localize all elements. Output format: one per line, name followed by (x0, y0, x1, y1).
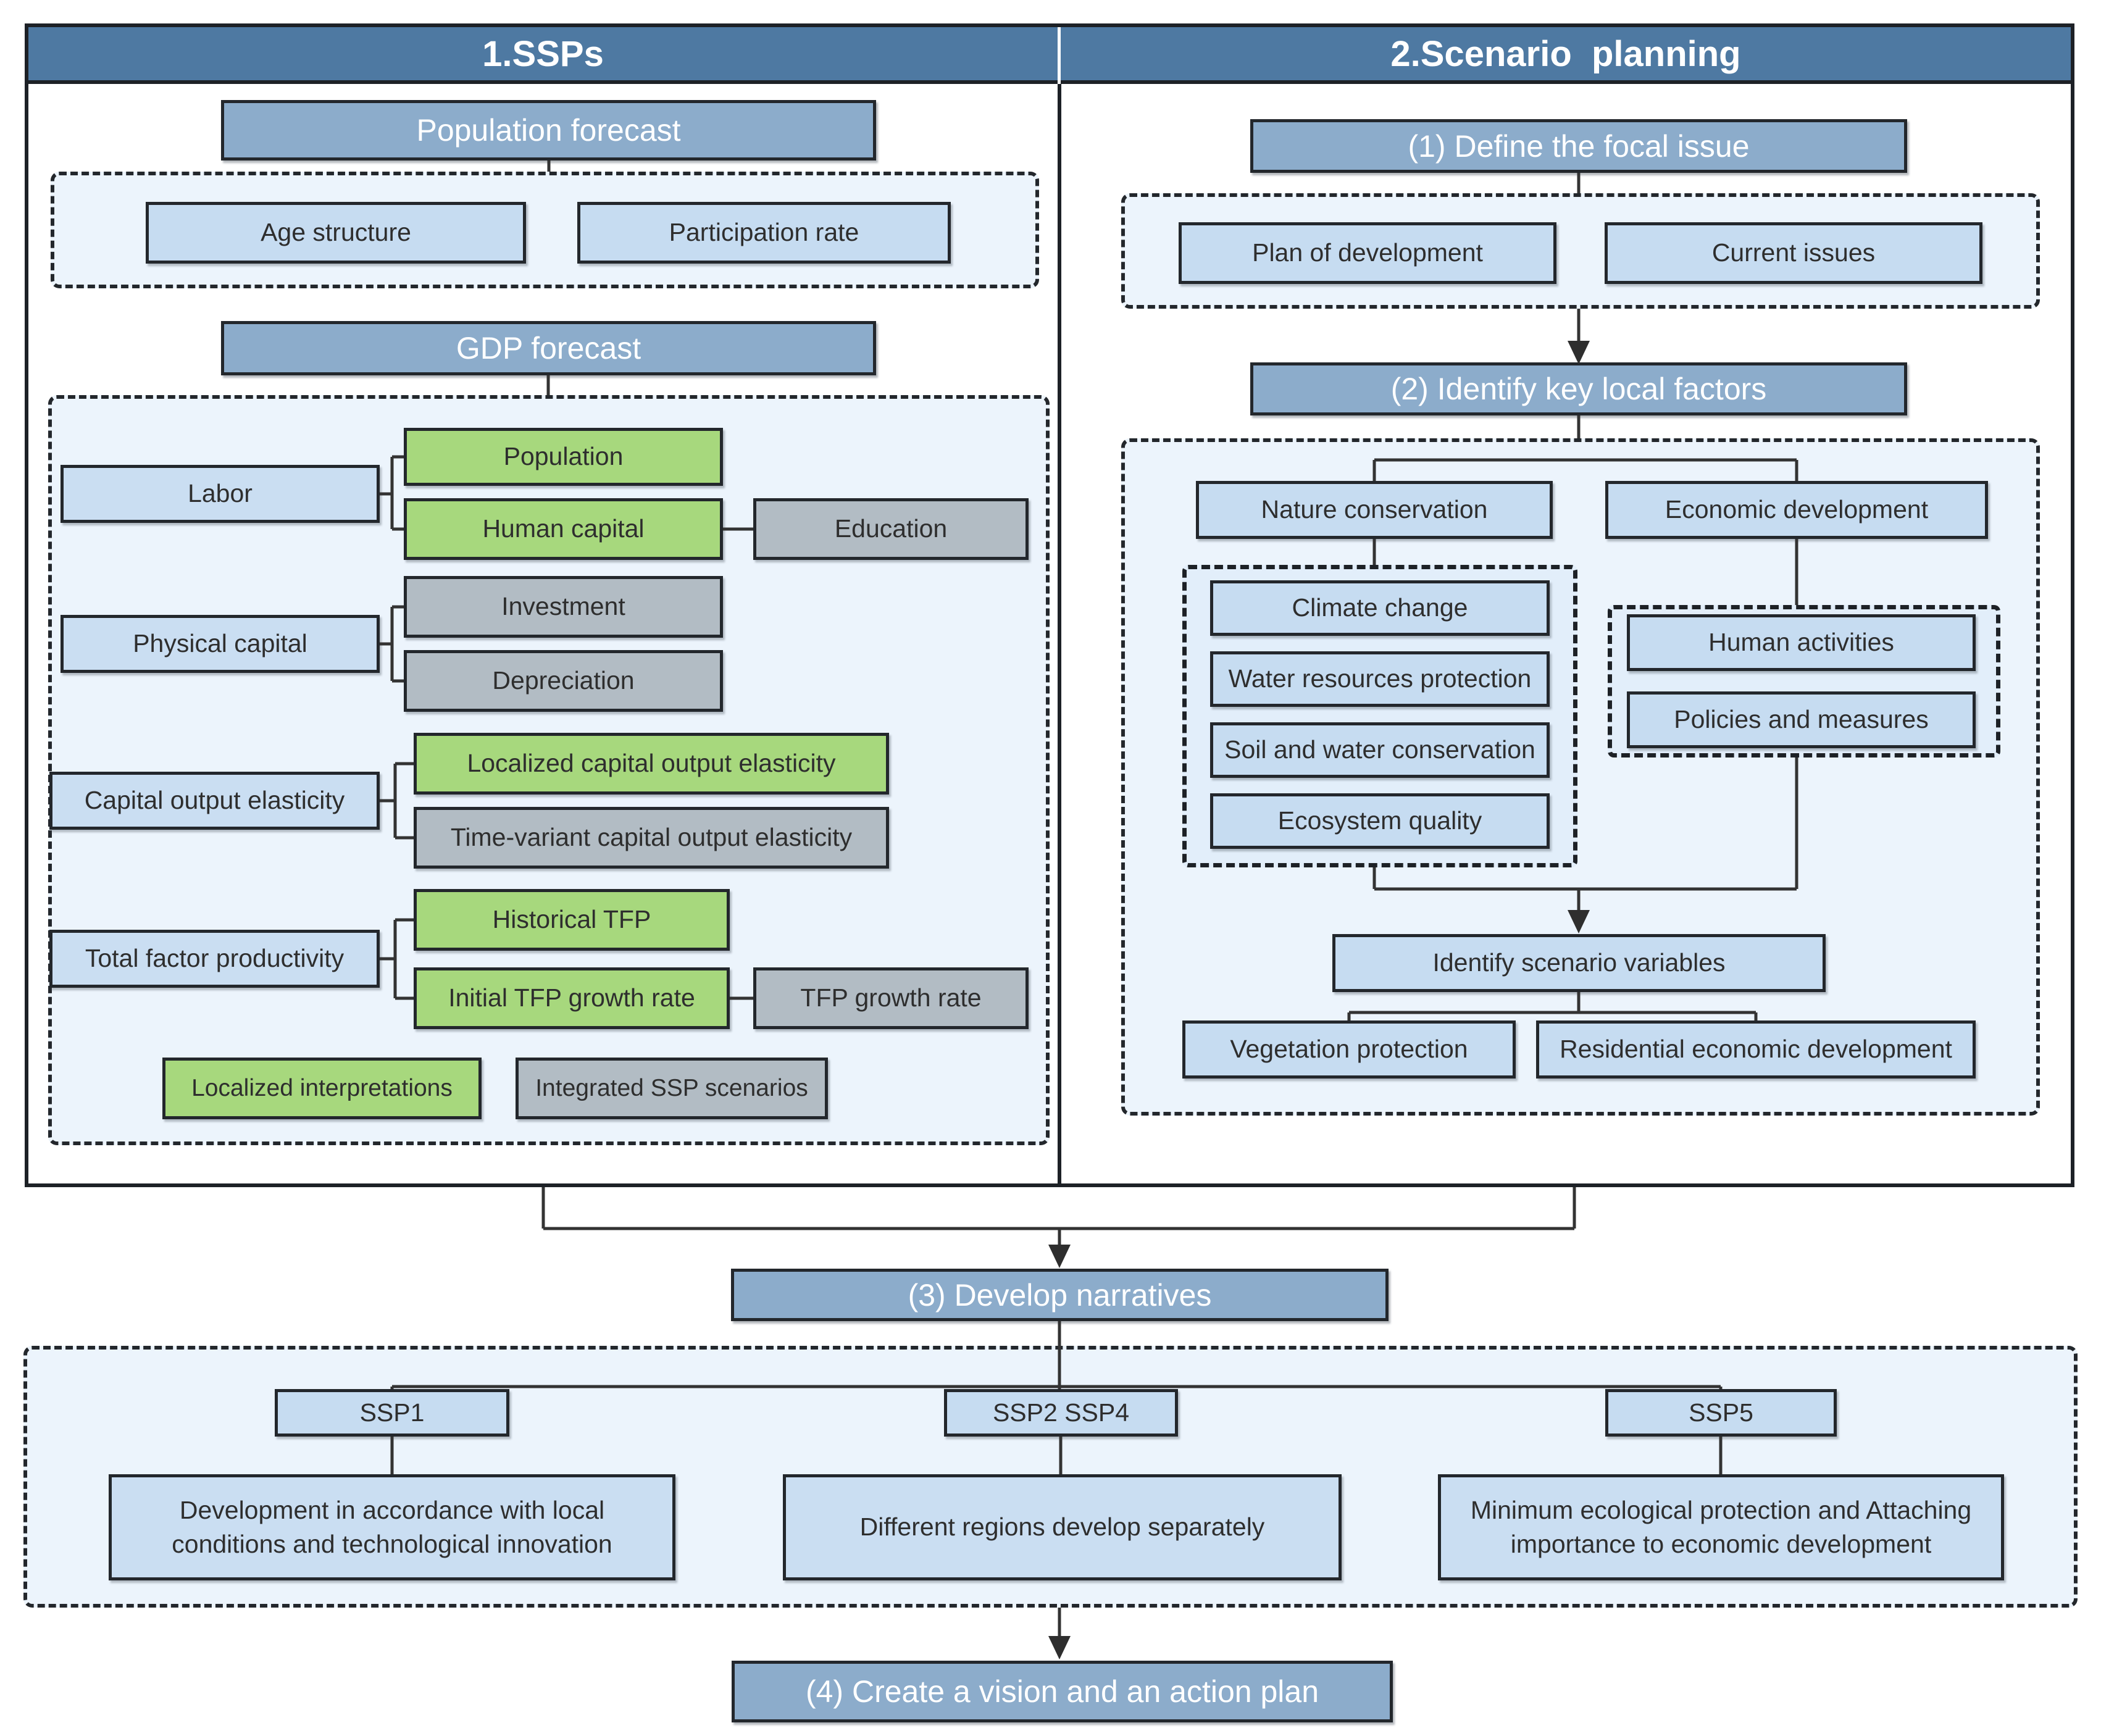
localized-interpretations-box: Localized interpretations (162, 1058, 482, 1119)
ssp5-description-box: Minimum ecological protection and Attach… (1438, 1474, 2004, 1580)
policies-and-measures-box: Policies and measures (1627, 691, 1976, 748)
integrated-ssp-scenarios-label: Integrated SSP scenarios (535, 1074, 808, 1101)
step4-create-vision-action-plan-header: (4) Create a vision and an action plan (732, 1661, 1393, 1722)
ssp2-ssp4-box: SSP2 SSP4 (944, 1389, 1178, 1437)
current-issues-label: Current issues (1711, 238, 1876, 267)
capital-output-elasticity-label: Capital output elasticity (84, 786, 345, 815)
soil-and-water-conservation-label: Soil and water conservation (1224, 735, 1535, 764)
ssp5-label: SSP5 (1689, 1398, 1753, 1427)
step4-label: (4) Create a vision and an action plan (805, 1674, 1319, 1709)
investment-box: Investment (404, 576, 723, 638)
panel-header-scenario-planning-label: 2.Scenario planning (1390, 33, 1741, 74)
population-forecast-label: Population forecast (416, 113, 681, 148)
gdp-forecast-label: GDP forecast (456, 331, 641, 365)
water-resources-protection-label: Water resources protection (1228, 664, 1532, 693)
policies-and-measures-label: Policies and measures (1674, 705, 1929, 734)
education-box: Education (753, 498, 1029, 560)
initial-tfp-growth-rate-label: Initial TFP growth rate (448, 983, 695, 1012)
economic-development-label: Economic development (1665, 495, 1929, 524)
ssp2-ssp4-description-label: Different regions develop separately (859, 1513, 1265, 1542)
time-variant-capital-output-elasticity-label: Time-variant capital output elasticity (450, 823, 853, 852)
panel-header-ssps-label: 1.SSPs (482, 33, 604, 74)
step1-label: (1) Define the focal issue (1408, 128, 1750, 164)
integrated-ssp-scenarios-box: Integrated SSP scenarios (516, 1058, 828, 1119)
step1-define-focal-issue-header: (1) Define the focal issue (1250, 119, 1907, 173)
participation-rate-box: Participation rate (577, 202, 951, 264)
nature-conservation-label: Nature conservation (1261, 495, 1488, 524)
step3-label: (3) Develop narratives (908, 1277, 1212, 1312)
ssp1-description-label: Development in accordance with local con… (172, 1495, 612, 1558)
historical-tfp-label: Historical TFP (492, 905, 651, 934)
total-factor-productivity-box: Total factor productivity (49, 930, 380, 988)
participation-rate-label: Participation rate (669, 218, 859, 247)
ssp1-description-box: Development in accordance with local con… (109, 1474, 675, 1580)
time-variant-capital-output-elasticity-box: Time-variant capital output elasticity (414, 807, 889, 869)
capital-output-elasticity-box: Capital output elasticity (49, 772, 380, 830)
tfp-growth-rate-label: TFP growth rate (800, 983, 982, 1012)
ssp5-box: SSP5 (1605, 1389, 1837, 1437)
panel-header-ssps: 1.SSPs (28, 27, 1058, 84)
physical-capital-label: Physical capital (133, 629, 307, 658)
education-label: Education (834, 514, 948, 543)
human-capital-label: Human capital (482, 514, 645, 543)
population-box: Population (404, 428, 723, 486)
arrowhead-step4 (1048, 1636, 1071, 1659)
age-structure-box: Age structure (146, 202, 526, 264)
residential-economic-development-label: Residential economic development (1560, 1035, 1952, 1064)
step2-identify-key-local-factors-header: (2) Identify key local factors (1250, 362, 1907, 415)
current-issues-box: Current issues (1605, 222, 1982, 284)
depreciation-label: Depreciation (492, 666, 635, 695)
investment-label: Investment (501, 592, 625, 621)
total-factor-productivity-label: Total factor productivity (85, 944, 345, 973)
ssp1-box: SSP1 (275, 1389, 509, 1437)
vegetation-protection-label: Vegetation protection (1230, 1035, 1468, 1064)
step3-develop-narratives-header: (3) Develop narratives (731, 1269, 1389, 1321)
labor-box: Labor (61, 465, 380, 523)
panel-header-scenario-planning: 2.Scenario planning (1061, 27, 2071, 84)
climate-change-box: Climate change (1210, 580, 1550, 636)
gdp-forecast-header: GDP forecast (221, 321, 876, 375)
ssp2-ssp4-label: SSP2 SSP4 (992, 1398, 1130, 1427)
ecosystem-quality-box: Ecosystem quality (1210, 793, 1550, 849)
ssp2-ssp4-description-box: Different regions develop separately (783, 1474, 1342, 1580)
soil-and-water-conservation-box: Soil and water conservation (1210, 722, 1550, 778)
vegetation-protection-box: Vegetation protection (1182, 1020, 1516, 1079)
ssp5-description-label: Minimum ecological protection and Attach… (1470, 1495, 1972, 1558)
population-forecast-header: Population forecast (221, 100, 876, 161)
population-label: Population (503, 442, 624, 471)
historical-tfp-box: Historical TFP (414, 889, 730, 951)
localized-capital-output-elasticity-label: Localized capital output elasticity (467, 749, 836, 778)
human-capital-box: Human capital (404, 498, 723, 560)
nature-conservation-box: Nature conservation (1196, 481, 1553, 539)
plan-of-development-label: Plan of development (1252, 238, 1483, 267)
connector-panels-merge-bracket (541, 1187, 1576, 1248)
ssp1-label: SSP1 (359, 1398, 425, 1427)
step2-label: (2) Identify key local factors (1390, 372, 1767, 406)
climate-change-label: Climate change (1292, 593, 1468, 622)
labor-label: Labor (188, 479, 253, 508)
panel-divider (1058, 84, 1061, 1183)
residential-economic-development-box: Residential economic development (1536, 1020, 1976, 1079)
physical-capital-box: Physical capital (61, 615, 380, 673)
identify-scenario-variables-box: Identify scenario variables (1332, 934, 1826, 992)
plan-of-development-box: Plan of development (1179, 222, 1556, 284)
human-activities-label: Human activities (1708, 628, 1894, 657)
arrowhead-step3 (1048, 1245, 1071, 1268)
water-resources-protection-box: Water resources protection (1210, 651, 1550, 707)
economic-development-box: Economic development (1605, 481, 1988, 539)
identify-scenario-variables-label: Identify scenario variables (1432, 948, 1726, 977)
depreciation-box: Depreciation (404, 650, 723, 712)
ecosystem-quality-label: Ecosystem quality (1277, 806, 1482, 835)
localized-capital-output-elasticity-box: Localized capital output elasticity (414, 733, 889, 795)
tfp-growth-rate-box: TFP growth rate (753, 967, 1029, 1029)
age-structure-label: Age structure (261, 218, 411, 247)
localized-interpretations-label: Localized interpretations (191, 1074, 453, 1101)
initial-tfp-growth-rate-box: Initial TFP growth rate (414, 967, 730, 1029)
human-activities-box: Human activities (1627, 614, 1976, 671)
